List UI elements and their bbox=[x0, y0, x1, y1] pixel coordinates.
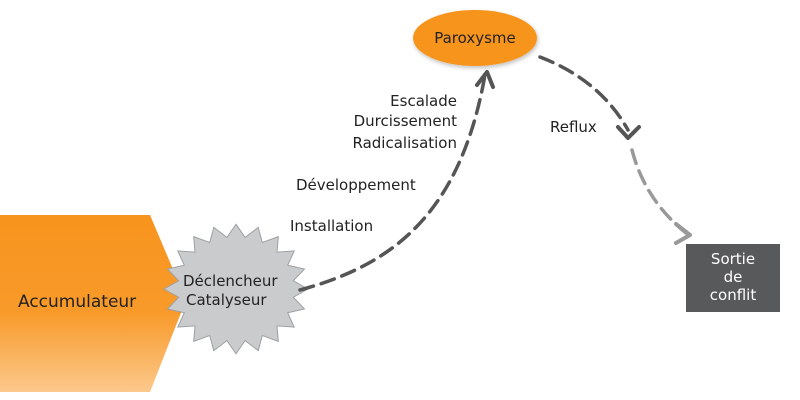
phase-durcissement: Durcissement bbox=[354, 112, 458, 130]
phase-developpement: Développement bbox=[296, 176, 416, 194]
sortie-arrowhead bbox=[674, 222, 692, 245]
reflux-path-lower bbox=[630, 148, 688, 235]
declencheur-label: Déclencheur bbox=[183, 272, 278, 290]
accumulateur-shape bbox=[0, 215, 186, 392]
reflux-arrowhead bbox=[616, 125, 641, 140]
paroxysme-ellipse bbox=[413, 10, 537, 66]
phase-radicalisation: Radicalisation bbox=[353, 134, 458, 152]
sortie-label-3: conflit bbox=[710, 286, 757, 304]
escalation-arrowhead bbox=[475, 70, 495, 89]
phase-installation: Installation bbox=[290, 217, 373, 235]
sortie-label-2: de bbox=[724, 268, 743, 286]
escalation-path bbox=[298, 73, 487, 292]
declencheur-burst bbox=[162, 223, 310, 355]
reflux-path-upper bbox=[538, 55, 630, 132]
sortie-label-1: Sortie bbox=[711, 250, 755, 268]
phase-escalade: Escalade bbox=[390, 92, 457, 110]
catalyseur-label: Catalyseur bbox=[186, 291, 267, 309]
accumulateur-label: Accumulateur bbox=[18, 292, 136, 312]
paroxysme-label: Paroxysme bbox=[434, 29, 516, 47]
phase-reflux: Reflux bbox=[550, 118, 597, 136]
sortie-box bbox=[686, 244, 780, 312]
